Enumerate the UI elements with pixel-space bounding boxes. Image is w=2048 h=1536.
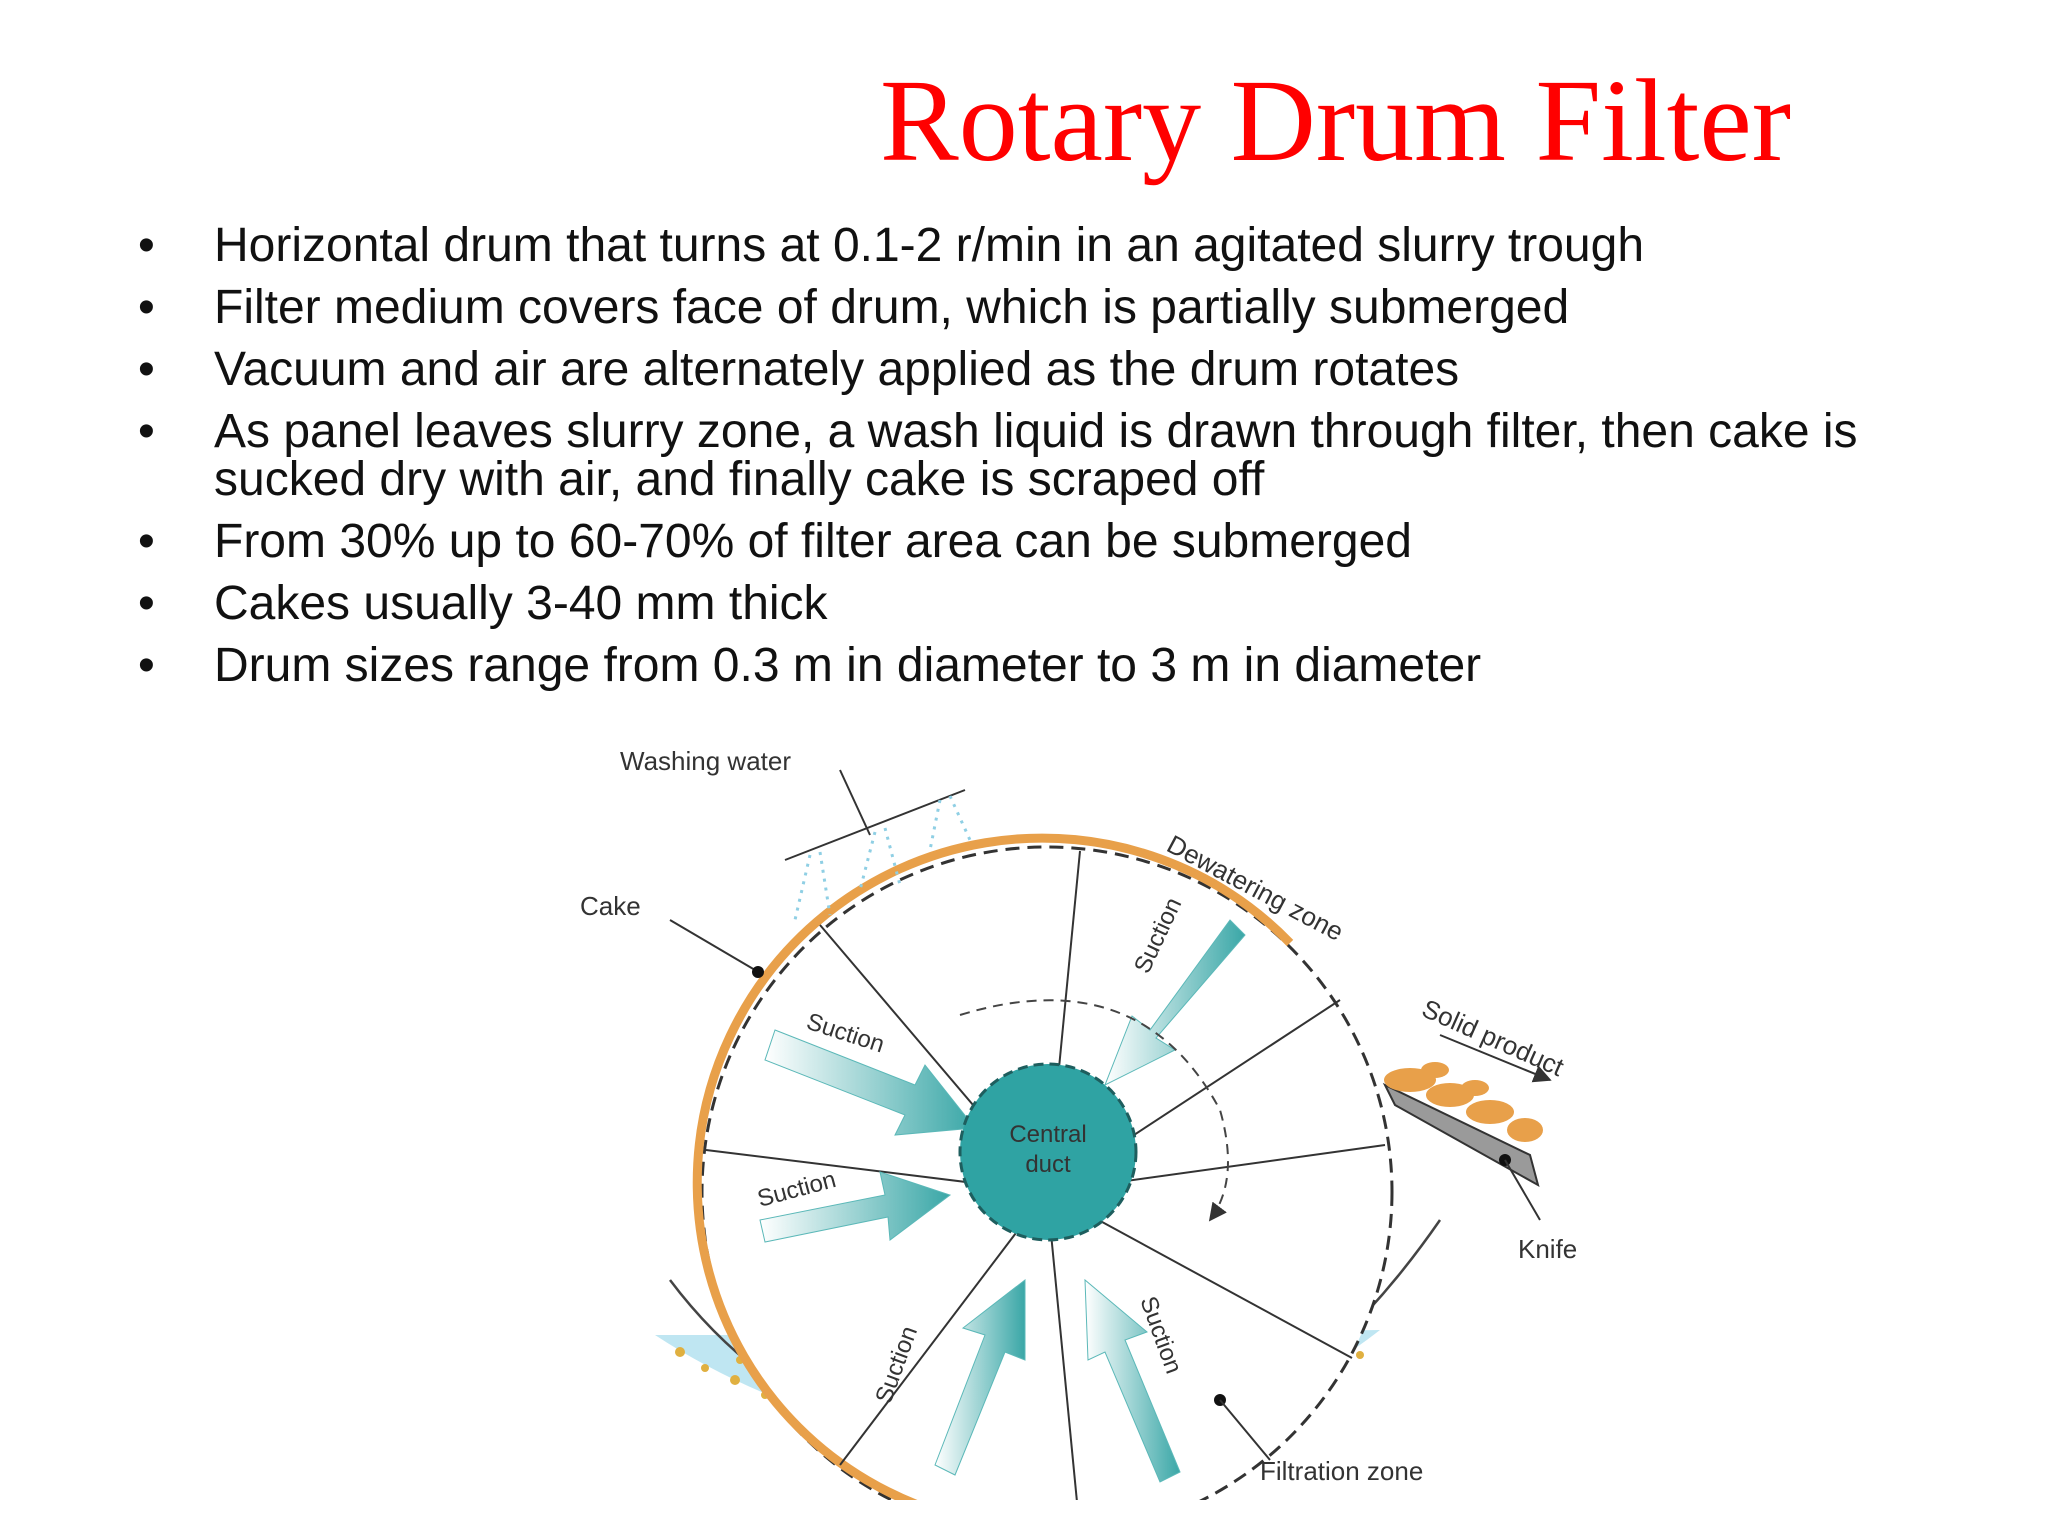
bullet-marker: • [138, 405, 155, 458]
bullet-marker: • [138, 577, 155, 630]
bullet-item: • Horizontal drum that turns at 0.1-2 r/m… [128, 222, 2008, 270]
suction-arrow-bottom-left [934, 1278, 1026, 1476]
filtration-zone-label: Filtration zone [1260, 1456, 1423, 1486]
bullet-item: • Vacuum and air are alternately applied … [128, 346, 2008, 394]
bullet-marker: • [138, 343, 155, 396]
knife-leader [1504, 1159, 1541, 1221]
bullet-item: • Filter medium covers face of drum, whic… [128, 284, 2008, 332]
slide-title: Rotary Drum Filter [880, 55, 1792, 186]
bullet-text: Drum sizes range from 0.3 m in diameter … [214, 639, 1482, 692]
rotation-direction-arc [959, 999, 1229, 1222]
suction-arrow-bottom-right [1084, 1278, 1181, 1483]
bullet-item: • Drum sizes range from 0.3 m in diameter… [128, 642, 2008, 690]
suction-arrow-left [759, 1171, 952, 1243]
bullet-list: • Horizontal drum that turns at 0.1-2 r/m… [128, 222, 2008, 704]
cake-marker [752, 966, 764, 978]
washing-water-label: Washing water [620, 746, 791, 776]
spray-bar [784, 789, 966, 861]
bullet-text: Horizontal drum that turns at 0.1-2 r/mi… [214, 219, 1645, 272]
suction-arrow-upper-left [764, 1029, 976, 1136]
bullet-marker: • [138, 281, 155, 334]
washing-water-spray [793, 795, 972, 921]
filter-cake-layer [692, 833, 1294, 1500]
solid-product-pile [1384, 1062, 1543, 1142]
bullet-text: Vacuum and air are alternately applied a… [214, 343, 1460, 396]
bullet-text: Filter medium covers face of drum, which… [214, 281, 1570, 334]
bullet-marker: • [138, 639, 155, 692]
bullet-text: As panel leaves slurry zone, a wash liqu… [214, 405, 1858, 506]
bullet-item: • From 30% up to 60-70% of filter area ca… [128, 518, 2008, 566]
central-duct-label: duct [1025, 1151, 1071, 1178]
suction-arrows [759, 919, 1246, 1483]
rotary-drum-diagram: Central duct Suction Suction Suction Suc… [580, 746, 1577, 1500]
central-duct-label: Central [1009, 1121, 1086, 1148]
bullet-item: • As panel leaves slurry zone, a wash liq… [128, 408, 2008, 504]
cake-leader [669, 919, 756, 971]
bullet-text: Cakes usually 3-40 mm thick [214, 577, 828, 630]
bullet-marker: • [138, 219, 155, 272]
bullet-marker: • [138, 515, 155, 568]
solid-product-arrow [1439, 1034, 1552, 1083]
filtration-leader [1219, 1399, 1271, 1461]
central-duct [958, 1062, 1138, 1242]
cake-label: Cake [580, 891, 641, 921]
knife-label: Knife [1518, 1234, 1577, 1264]
washing-water-leader [839, 769, 871, 836]
bullet-item: • Cakes usually 3-40 mm thick [128, 580, 2008, 628]
bullet-text: From 30% up to 60-70% of filter area can… [214, 515, 1412, 568]
